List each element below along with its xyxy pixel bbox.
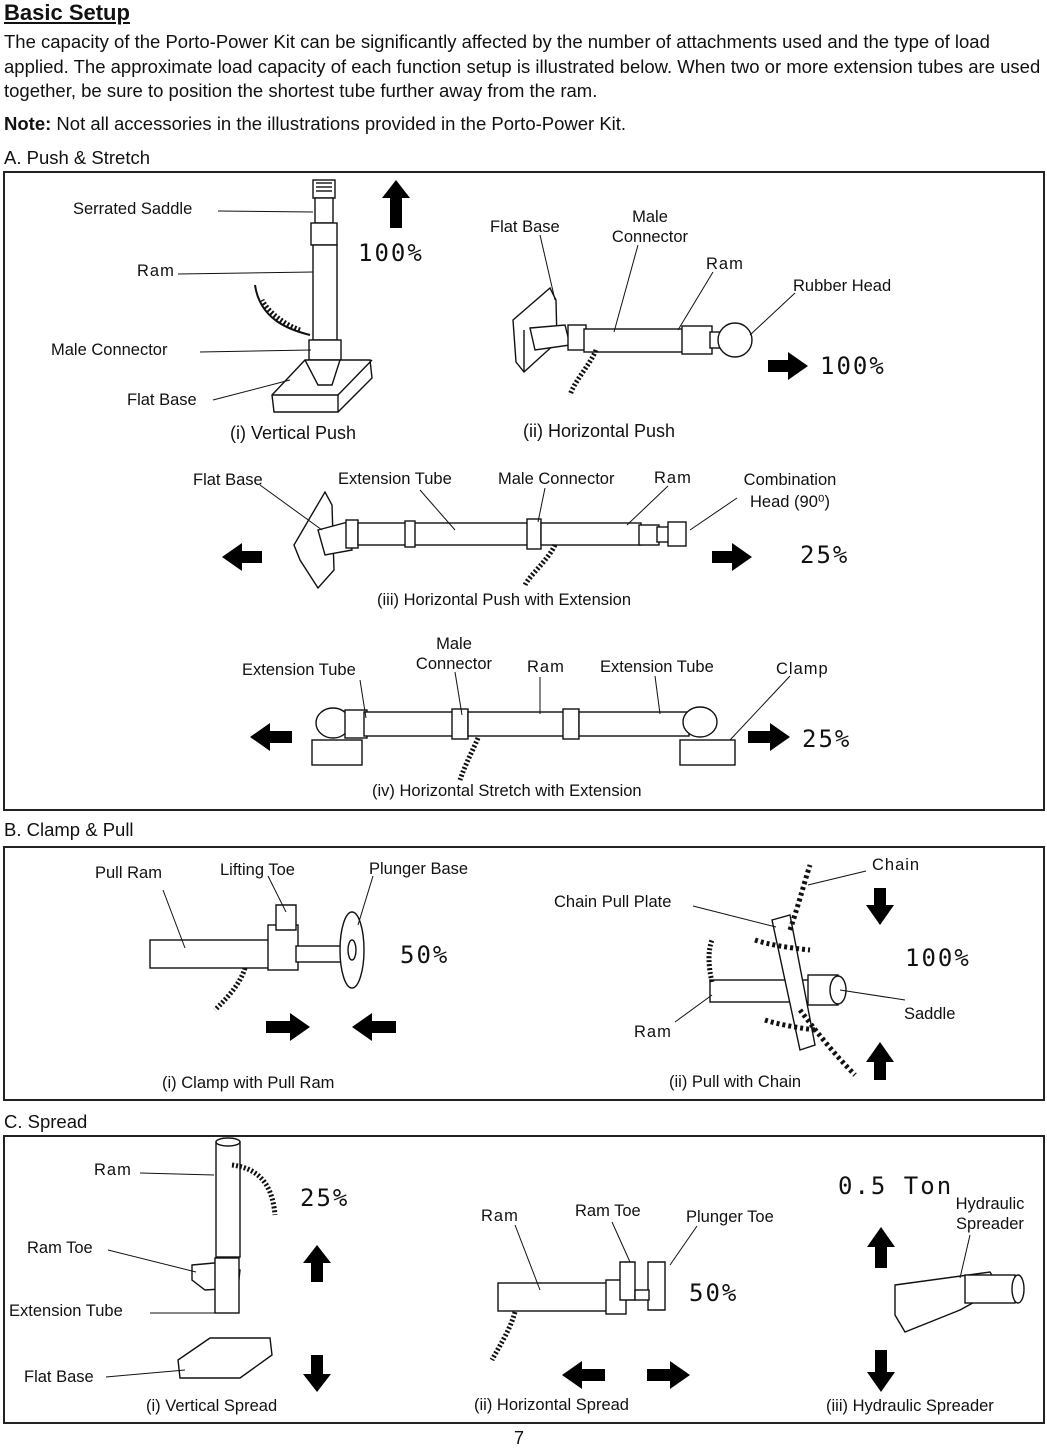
- section-a-heading: A. Push & Stretch: [4, 147, 151, 168]
- label-ram: Ram: [654, 469, 692, 487]
- label-hydraulic-spreader: Hydraulic Spreader: [955, 1195, 1025, 1233]
- arrow-right-icon: [712, 543, 752, 571]
- label-combination-head-angle: Head (90⁰): [750, 493, 830, 511]
- label-extension-tube: Extension Tube: [9, 1302, 123, 1320]
- capacity-percent: 25%: [800, 541, 850, 569]
- intro-paragraph: The capacity of the Porto-Power Kit can …: [4, 31, 1041, 101]
- arrow-left-icon: [222, 543, 262, 571]
- section-a-frame: [3, 171, 1045, 811]
- label-pull-ram: Pull Ram: [95, 864, 162, 882]
- horizontal-push-extension-diagram: [293, 490, 687, 590]
- pull-chain-diagram: [706, 864, 857, 1077]
- note-text: Not all accessories in the illustrations…: [51, 113, 627, 134]
- arrow-right-icon: [748, 723, 790, 751]
- section-c-frame: [3, 1135, 1045, 1424]
- label-male-connector: Male Connector: [51, 341, 168, 359]
- section-b-heading: B. Clamp & Pull: [4, 819, 134, 840]
- arrow-up-icon: [382, 180, 410, 228]
- hydraulic-spreader-diagram: [894, 1271, 1025, 1333]
- caption-hydraulic-spreader: (iii) Hydraulic Spreader: [826, 1397, 994, 1415]
- arrow-right-icon: [768, 352, 808, 380]
- note-label: Note:: [4, 113, 52, 134]
- capacity-tonnage: 0.5 Ton: [838, 1172, 954, 1200]
- arrow-up-icon: [866, 1042, 894, 1080]
- label-extension-tube: Extension Tube: [242, 661, 356, 679]
- arrow-up-icon: [867, 1227, 895, 1268]
- label-saddle: Saddle: [904, 1005, 956, 1023]
- capacity-percent: 25%: [300, 1184, 350, 1212]
- arrow-up-icon: [303, 1245, 331, 1282]
- caption-vertical-push: (i) Vertical Push: [230, 423, 357, 443]
- arrow-down-icon: [867, 1350, 895, 1392]
- label-ram: Ram: [634, 1023, 672, 1041]
- page-title: Basic Setup: [4, 0, 130, 25]
- label-plunger-toe: Plunger Toe: [686, 1208, 774, 1226]
- arrow-right-icon: [266, 1013, 310, 1041]
- horizontal-push-diagram: [512, 286, 753, 396]
- label-chain: Chain: [872, 856, 921, 874]
- label-male-connector: Male Connector: [498, 470, 615, 488]
- arrows: [222, 180, 895, 1392]
- label-combination-head: Combination: [743, 471, 837, 489]
- section-c-heading: C. Spread: [4, 1111, 88, 1132]
- capacity-percent: 50%: [400, 941, 450, 969]
- clamp-pull-ram-diagram: [149, 904, 365, 1012]
- capacity-percent: 100%: [905, 944, 971, 972]
- label-serrated-saddle: Serrated Saddle: [73, 200, 193, 218]
- arrow-left-icon: [562, 1361, 605, 1389]
- vertical-push-diagram: [254, 179, 373, 413]
- arrow-down-icon: [303, 1355, 331, 1392]
- label-clamp: Clamp: [776, 660, 829, 678]
- label-flat-base: Flat Base: [24, 1368, 94, 1386]
- label-rubber-head: Rubber Head: [793, 277, 892, 295]
- caption-horizontal-stretch-extension: (iv) Horizontal Stretch with Extension: [372, 782, 642, 800]
- label-chain-pull-plate: Chain Pull Plate: [554, 893, 672, 911]
- label-extension-tube: Extension Tube: [600, 658, 714, 676]
- vertical-spread-diagram: [177, 1137, 278, 1379]
- label-male-connector: Male Connector: [611, 208, 689, 246]
- label-ram: Ram: [137, 262, 175, 280]
- capacity-percent: 100%: [358, 239, 424, 267]
- label-plunger-base: Plunger Base: [369, 860, 469, 878]
- label-flat-base: Flat Base: [490, 218, 560, 236]
- arrow-left-icon: [352, 1013, 396, 1041]
- label-ram: Ram: [481, 1207, 519, 1225]
- horizontal-stretch-extension-diagram: [311, 706, 736, 781]
- page-number: 7: [514, 1428, 525, 1448]
- capacity-percent: 25%: [802, 725, 852, 753]
- label-male-connector: Male Connector: [415, 635, 493, 673]
- note-line: Note: Not all accessories in the illustr…: [4, 113, 626, 135]
- arrow-right-icon: [647, 1361, 690, 1389]
- leader-lines: [105, 210, 971, 1378]
- caption-pull-chain: (ii) Pull with Chain: [669, 1073, 802, 1091]
- label-ram-toe: Ram Toe: [575, 1202, 641, 1220]
- caption-horizontal-push-extension: (iii) Horizontal Push with Extension: [377, 591, 632, 609]
- arrow-down-icon: [866, 888, 894, 925]
- section-b-frame: [3, 846, 1045, 1101]
- label-ram: Ram: [94, 1161, 132, 1179]
- label-ram-toe: Ram Toe: [27, 1239, 93, 1257]
- arrow-left-icon: [250, 723, 292, 751]
- label-ram: Ram: [706, 255, 744, 273]
- label-ram: Ram: [527, 658, 565, 676]
- caption-horizontal-push: (ii) Horizontal Push: [523, 421, 676, 441]
- label-lifting-toe: Lifting Toe: [220, 861, 295, 879]
- label-flat-base: Flat Base: [127, 391, 197, 409]
- caption-clamp-pull-ram: (i) Clamp with Pull Ram: [162, 1074, 335, 1092]
- label-extension-tube: Extension Tube: [338, 470, 452, 488]
- horizontal-spread-diagram: [489, 1261, 666, 1362]
- capacity-percent: 50%: [689, 1279, 739, 1307]
- caption-vertical-spread: (i) Vertical Spread: [146, 1397, 278, 1415]
- label-flat-base: Flat Base: [193, 471, 263, 489]
- capacity-percent: 100%: [820, 352, 886, 380]
- caption-horizontal-spread: (ii) Horizontal Spread: [474, 1396, 629, 1414]
